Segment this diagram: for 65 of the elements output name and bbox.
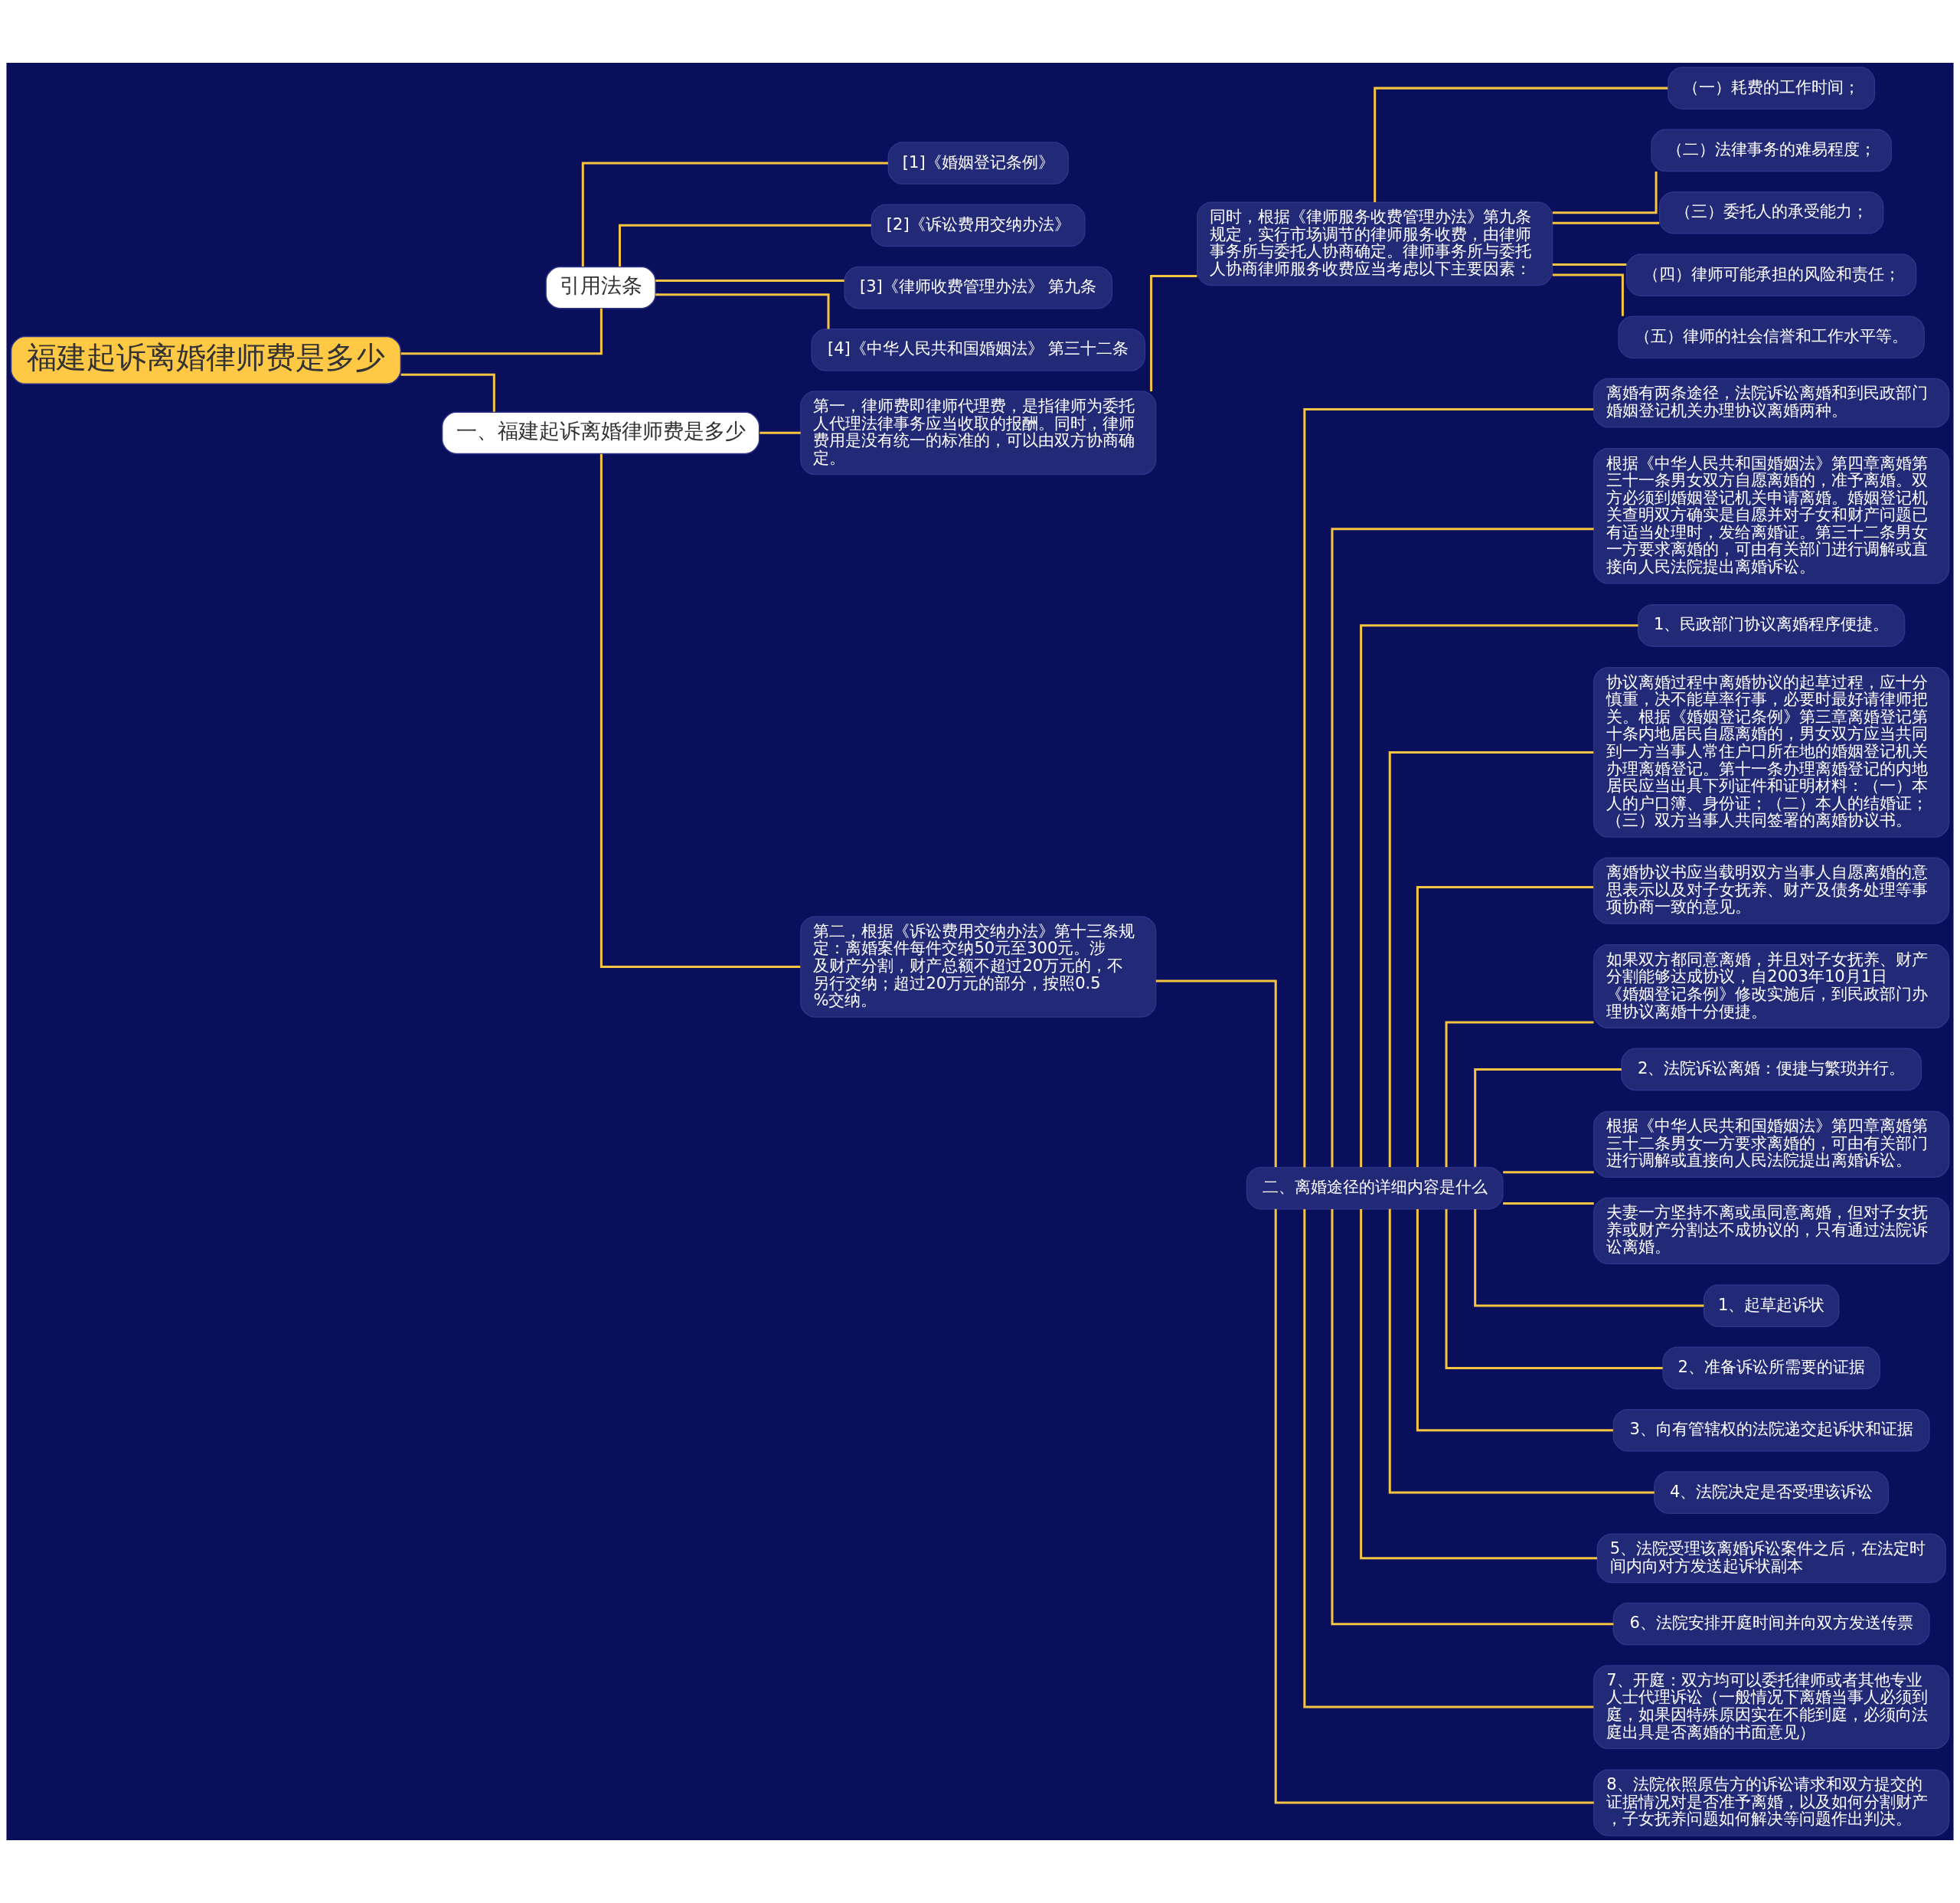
node-box: 6、法院安排开庭时间并向双方发送传票 xyxy=(1612,1602,1930,1646)
connector xyxy=(1150,275,1197,391)
connector xyxy=(400,373,495,412)
node-box: 8、法院依照原告方的诉讼请求和双方提交的证据情况对是否准予离婚，以及如何分割财产，子女抚养问题如何解决等问题作出判决。 xyxy=(1593,1769,1950,1836)
node-box: [2]《诉讼费用交纳办法》 xyxy=(871,204,1086,247)
node-box: 协议离婚过程中离婚协议的起草过程，应十分慎重，决不能草率行事，必要时最好请律师把关。根据《婚姻登记条例》第三章离婚登记第十条内地居民自愿离婚的，男女双方应当共同到一方当事人常住户口所在地的婚姻登记机关办理离婚登记。第十一条办理离婚登记的内地居民应当出具下列证件和证明材料：（一）本人的户口簿、身份证；（二）本人的结婚证；（三）双方当事人共同签署的离婚协议书。 xyxy=(1593,666,1950,838)
node-box: [3]《律师收费管理办法》 第九条 xyxy=(844,266,1113,309)
connector xyxy=(1360,624,1638,1168)
connector xyxy=(599,453,801,968)
node-box: 同时，根据《律师服务收费管理办法》第九条规定，实行市场调节的律师服务收费，由律师事务所与委托人协商确定。律师事务所与委托人协商律师服务收费应当考虑以下主要因素： xyxy=(1197,201,1553,286)
connector xyxy=(1416,1209,1613,1432)
connector xyxy=(1445,1021,1594,1168)
node-box: 根据《中华人民共和国婚姻法》第四章离婚第三十二条男女一方要求离婚的，可由有关部门进行调解或直接向人民法院提出离婚诉讼。 xyxy=(1593,1110,1950,1178)
node-box: 2、法院诉讼离婚：便捷与繁琐并行。 xyxy=(1621,1048,1922,1091)
connector xyxy=(400,308,603,355)
connector xyxy=(655,280,844,283)
connector xyxy=(1360,1208,1597,1560)
connector xyxy=(1552,171,1658,214)
connector xyxy=(1474,1068,1622,1167)
node-box: 3、向有管辖权的法院递交起诉状和证据 xyxy=(1612,1408,1930,1452)
connector xyxy=(1503,1171,1594,1174)
node-box: 第一，律师费即律师代理费，是指律师为委托人代理法律事务应当收取的报酬。同时，律师费用是没有统一的标准的，可以由双方协商确定。 xyxy=(800,391,1157,476)
node-box: [4]《中华人民共和国婚姻法》 第三十二条 xyxy=(811,329,1146,371)
connector xyxy=(1416,886,1594,1167)
node-box: 根据《中华人民共和国婚姻法》第四章离婚第三十一条男女双方自愿离婚的，准予离婚。双方必须到婚姻登记机关申请离婚。婚姻登记机关查明双方确实是自愿并对子女和财产问题已有适当处理时，发给离婚证。第三十二条男女一方要求离婚的，可由有关部门进行调解或直接向人民法院提出离婚诉讼。 xyxy=(1593,447,1950,584)
node-box: （三）委托人的承受能力； xyxy=(1658,191,1884,234)
node-box: 夫妻一方坚持不离或虽同意离婚，但对子女抚养或财产分割达不成协议的，只有通过法院诉讼离婚。 xyxy=(1593,1197,1950,1264)
node-box: 第二，根据《诉讼费用交纳办法》第十三条规定：离婚案件每件交纳50元至300元。涉及财产分割，财产总额不超过20万元的，不另行交纳；超过20万元的部分，按照0.5%交纳。 xyxy=(800,916,1157,1018)
node-box: 离婚协议书应当载明双方当事人自愿离婚的意思表示以及对子女抚养、财产及债务处理等事项协商一致的意见。 xyxy=(1593,857,1950,924)
connector xyxy=(1388,750,1594,1168)
connector xyxy=(1388,1208,1655,1494)
connector xyxy=(655,293,830,329)
connector xyxy=(1374,87,1668,202)
connector xyxy=(760,431,801,434)
connector xyxy=(1474,1209,1704,1307)
node-box: 7、开庭：双方均可以委托律师或者其他专业人士代理诉讼（一般情况下离婚当事人必须到庭，如果因特殊原因实在不能到庭，必须向法庭出具是否离婚的书面意见） xyxy=(1593,1665,1950,1750)
connector xyxy=(1331,1209,1614,1626)
connector xyxy=(618,224,871,267)
node-box: 1、起草起诉状 xyxy=(1703,1284,1840,1327)
node-box: （五）律师的社会信誉和工作水平等。 xyxy=(1618,316,1925,359)
node-box: 二、离婚途径的详细内容是什么 xyxy=(1246,1166,1504,1210)
connector xyxy=(1503,1202,1594,1205)
connector xyxy=(1331,528,1594,1168)
node-box: （四）律师可能承担的风险和责任； xyxy=(1625,253,1917,296)
connector xyxy=(1552,263,1627,266)
node-box: 5、法院受理该离婚诉讼案件之后，在法定时间内向对方发送起诉状副本 xyxy=(1596,1533,1946,1584)
connector xyxy=(1445,1208,1663,1369)
node-box: 引用法条 xyxy=(545,266,656,309)
node-box: 4、法院决定是否受理该诉讼 xyxy=(1654,1471,1890,1514)
connector xyxy=(1303,407,1594,1168)
node-box: 福建起诉离婚律师费是多少 xyxy=(10,335,402,385)
node-box: 2、准备诉讼所需要的证据 xyxy=(1662,1346,1880,1390)
node-box: （二）法律事务的难易程度； xyxy=(1651,129,1892,172)
connector xyxy=(1155,979,1277,1168)
node-box: 一、福建起诉离婚律师费是多少 xyxy=(441,411,760,455)
connector xyxy=(1303,1208,1594,1708)
node-box: 如果双方都同意离婚，并且对子女抚养、财产分割能够达成协议，自2003年10月1日《婚姻登记条例》修改实施后，到民政部门办理协议离婚十分便捷。 xyxy=(1593,944,1950,1028)
connector xyxy=(1552,221,1660,224)
connector xyxy=(581,162,888,266)
connector xyxy=(1552,273,1624,316)
node-box: 1、民政部门协议离婚程序便捷。 xyxy=(1638,603,1906,647)
node-box: （一）耗费的工作时间； xyxy=(1668,67,1876,110)
node-box: 离婚有两条途径，法院诉讼离婚和到民政部门婚姻登记机关办理协议离婚两种。 xyxy=(1593,378,1950,428)
connector xyxy=(1274,1208,1594,1804)
node-box: [1]《婚姻登记条例》 xyxy=(887,142,1069,185)
